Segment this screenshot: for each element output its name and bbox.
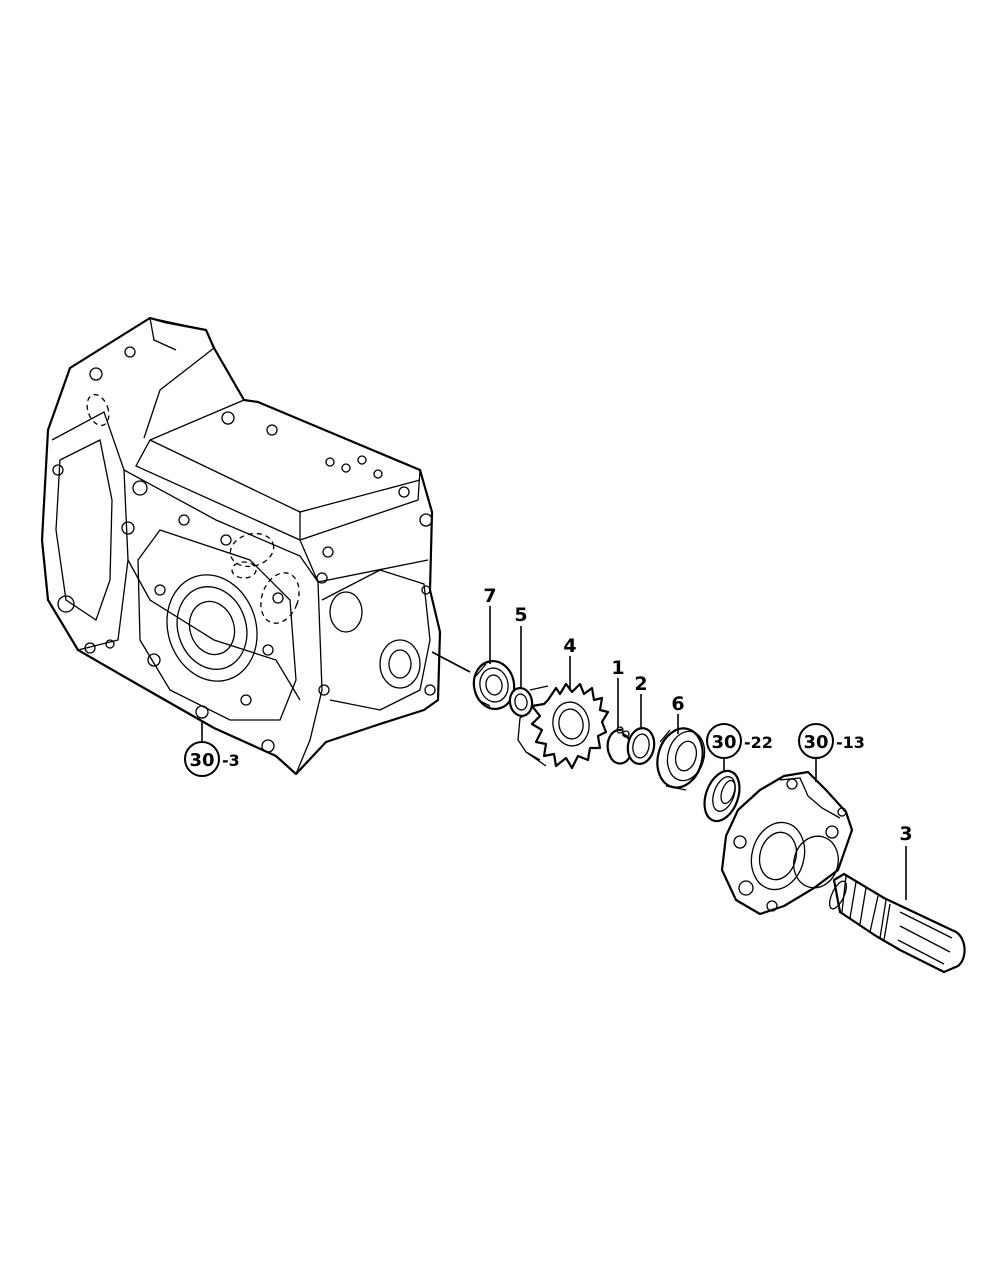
reference-30-3: 30 -3 [184,741,240,777]
reference-suffix: -22 [744,733,773,752]
callout-6: 6 [671,693,684,715]
reference-circle-text: 30 [189,750,214,771]
helical-gear-4 [517,682,610,770]
callout-2: 2 [634,673,647,695]
collar-5 [508,686,534,718]
oil-seal [703,769,741,823]
callout-7: 7 [483,585,496,607]
transmission-case [40,316,442,776]
assembly-axis-line [431,651,471,673]
leader-lines [201,606,907,900]
reference-suffix: -13 [836,733,865,752]
reference-30-22: 30 -22 [706,723,773,759]
reference-suffix: -3 [222,751,240,770]
reference-circle-text: 30 [711,732,736,753]
callout-5: 5 [514,604,527,626]
callout-4: 4 [563,635,576,657]
bearing-cover [720,770,854,916]
ball-bearing-6 [656,727,706,791]
reference-30-13: 30 -13 [798,723,865,759]
callout-1: 1 [611,657,624,679]
pto-shaft-3 [828,872,966,974]
callout-3: 3 [899,823,912,845]
reference-circle-text: 30 [803,732,828,753]
shim-2 [626,727,656,765]
